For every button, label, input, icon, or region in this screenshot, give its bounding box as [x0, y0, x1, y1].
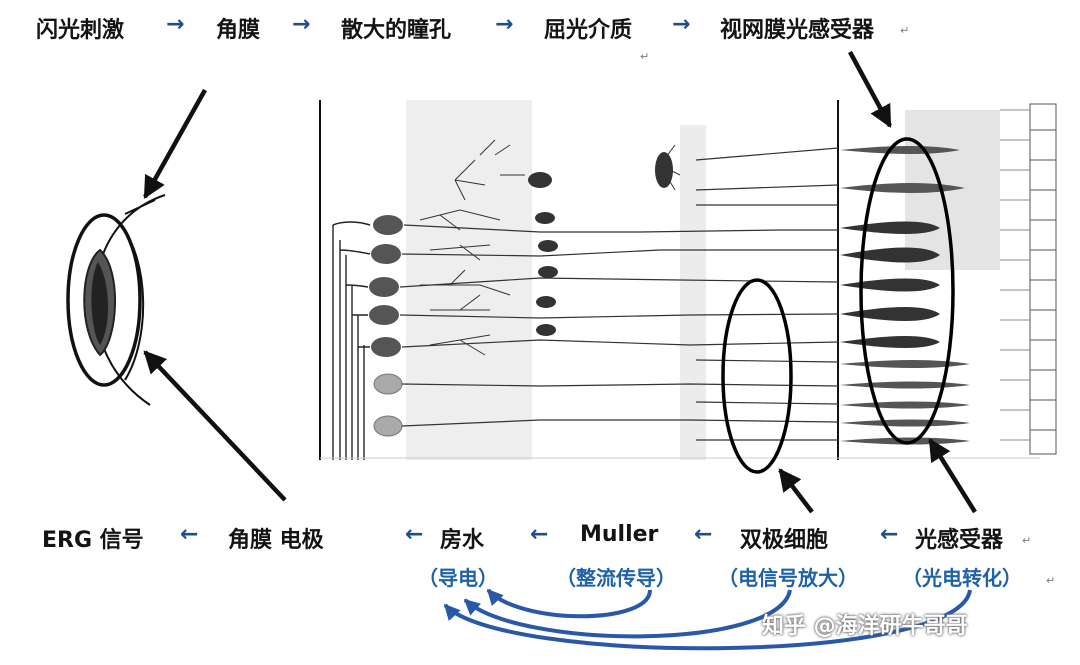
arrow-left: ←	[880, 522, 899, 547]
role-photoreceptor-transduction: （光电转化）	[902, 566, 1022, 590]
role-bipolar-amplification: （电信号放大）	[718, 566, 858, 590]
label-refractive-media: 屈光介质	[544, 18, 633, 43]
blue-curve-arrow-photoreceptor	[443, 589, 972, 651]
eye-illustration	[66, 194, 166, 406]
paragraph-mark: ↵	[640, 50, 650, 63]
pointer-arrow-from-cornea	[143, 350, 287, 502]
label-muller: Muller	[580, 522, 659, 547]
amacrine-cells	[528, 152, 673, 336]
label-erg-signal: ERG 信号	[42, 528, 144, 553]
nerve-fibers	[399, 147, 839, 441]
paragraph-mark: ↵	[900, 24, 910, 37]
arrow-right: →	[292, 12, 311, 37]
label-aqueous-humor: 房水	[440, 528, 485, 553]
pointer-arrow-from-bipolar	[778, 468, 814, 514]
zhihu-watermark: 知乎 @海洋研牛哥哥	[762, 614, 968, 639]
label-retinal-photoreceptor: 视网膜光感受器	[720, 18, 875, 43]
pointer-arrow-from-photoreceptor	[928, 438, 977, 514]
blue-curve-arrow-bipolar	[463, 589, 792, 639]
arrow-right: →	[166, 12, 185, 37]
paragraph-mark: ↵	[1022, 534, 1032, 547]
ganglion-cells	[332, 215, 403, 437]
label-cornea-electrode: 角膜 电极	[228, 528, 324, 553]
paragraph-mark: ↵	[1046, 574, 1056, 587]
arrow-left: ←	[405, 522, 424, 547]
label-cornea: 角膜	[216, 18, 261, 43]
arrow-right: →	[495, 12, 514, 37]
pointer-arrow-to-photoreceptor	[848, 50, 892, 128]
role-muller-rectification: （整流传导）	[556, 566, 676, 590]
bipolar-highlight-ellipse	[721, 278, 793, 474]
pigment-epithelium	[1000, 103, 1057, 455]
arrow-left: ←	[694, 522, 713, 547]
arrow-left: ←	[530, 522, 549, 547]
label-bipolar-cell: 双极细胞	[740, 528, 829, 553]
blue-curve-arrow-muller	[486, 588, 652, 619]
photoreceptor-highlight-ellipse	[859, 137, 955, 445]
arrow-right: →	[672, 12, 691, 37]
label-photoreceptor: 光感受器	[915, 528, 1004, 553]
role-aqueous-conduction: （导电）	[418, 566, 498, 590]
pointer-arrow-to-cornea	[143, 88, 207, 199]
label-dilated-pupil: 散大的瞳孔	[341, 18, 452, 43]
arrow-left: ←	[180, 522, 199, 547]
label-flash-stimulus: 闪光刺激	[36, 18, 125, 43]
